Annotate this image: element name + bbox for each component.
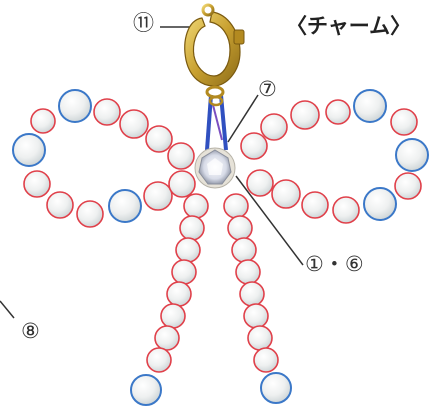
bead-layer: [12, 89, 429, 406]
small-pearl-bead: [179, 215, 205, 241]
small-pearl-bead: [332, 196, 360, 224]
large-pearl-bead: [12, 133, 46, 167]
large-pearl-bead: [58, 89, 92, 123]
small-pearl-bead: [171, 259, 197, 285]
small-pearl-bead: [183, 193, 209, 219]
small-pearl-bead: [227, 215, 253, 241]
small-pearl-bead: [145, 125, 173, 153]
center-crystal: [194, 147, 236, 189]
leader-line-center: [235, 175, 304, 266]
lobster-clasp: [184, 3, 245, 107]
small-pearl-bead: [253, 347, 279, 373]
large-pearl-bead: [363, 187, 397, 221]
small-pearl-bead: [290, 100, 320, 130]
small-pearl-bead: [23, 170, 51, 198]
small-pearl-bead: [30, 108, 56, 134]
small-pearl-bead: [143, 181, 173, 211]
small-pearl-bead: [260, 113, 288, 141]
small-pearl-bead: [394, 172, 422, 200]
small-pearl-bead: [247, 325, 273, 351]
small-pearl-bead: [160, 303, 186, 329]
small-pearl-bead: [166, 281, 192, 307]
small-pearl-bead: [168, 170, 196, 198]
charm-title: 〈チャーム〉: [286, 14, 412, 38]
small-pearl-bead: [146, 347, 172, 373]
small-pearl-bead: [231, 237, 257, 263]
small-pearl-bead: [76, 200, 104, 228]
small-pearl-bead: [325, 99, 351, 125]
label-center: ①・⑥: [305, 252, 364, 276]
small-pearl-bead: [235, 259, 261, 285]
small-pearl-bead: [246, 169, 274, 197]
small-pearl-bead: [390, 108, 418, 136]
large-pearl-bead: [108, 189, 142, 223]
small-pearl-bead: [154, 325, 180, 351]
small-pearl-bead: [271, 179, 301, 209]
label-clasp: ⑪: [133, 11, 154, 35]
small-pearl-bead: [46, 191, 74, 219]
small-pearl-bead: [119, 109, 149, 139]
large-pearl-bead: [395, 138, 429, 172]
small-pearl-bead: [239, 281, 265, 307]
large-pearl-bead: [130, 374, 162, 406]
small-pearl-bead: [240, 132, 268, 160]
leader-line-thread: [227, 94, 259, 143]
small-pearl-bead: [301, 191, 329, 219]
small-pearl-bead: [243, 303, 269, 329]
label-thread: ⑦: [258, 77, 277, 101]
small-pearl-bead: [93, 98, 121, 126]
small-pearl-bead: [175, 237, 201, 263]
large-pearl-bead: [260, 372, 292, 404]
leader-line-end: [0, 300, 15, 319]
small-pearl-bead: [223, 193, 249, 219]
small-pearl-bead: [167, 142, 195, 170]
large-pearl-bead: [353, 89, 387, 123]
label-end: ⑧: [21, 319, 40, 343]
